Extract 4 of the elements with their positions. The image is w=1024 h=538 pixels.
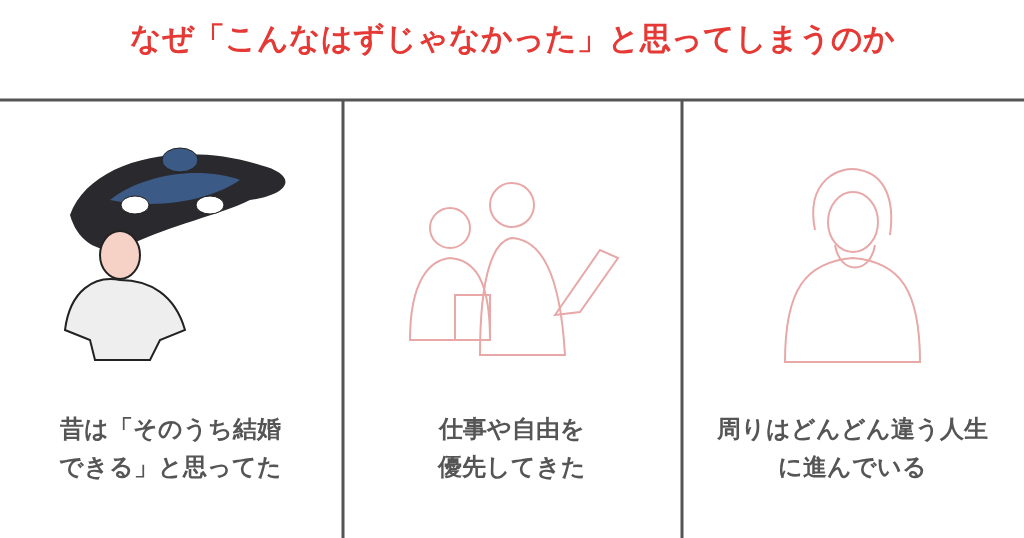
caption-text: 周りはどんどん違う人生に進んでいる bbox=[717, 414, 989, 483]
caption-text: 仕事や自由を優先してきた bbox=[436, 414, 587, 483]
caption-text: 昔は「そのうち結婚できる」と思ってた bbox=[59, 414, 283, 483]
title: なぜ「こんなはずじゃなかった」と思ってしまうのか bbox=[128, 19, 896, 58]
